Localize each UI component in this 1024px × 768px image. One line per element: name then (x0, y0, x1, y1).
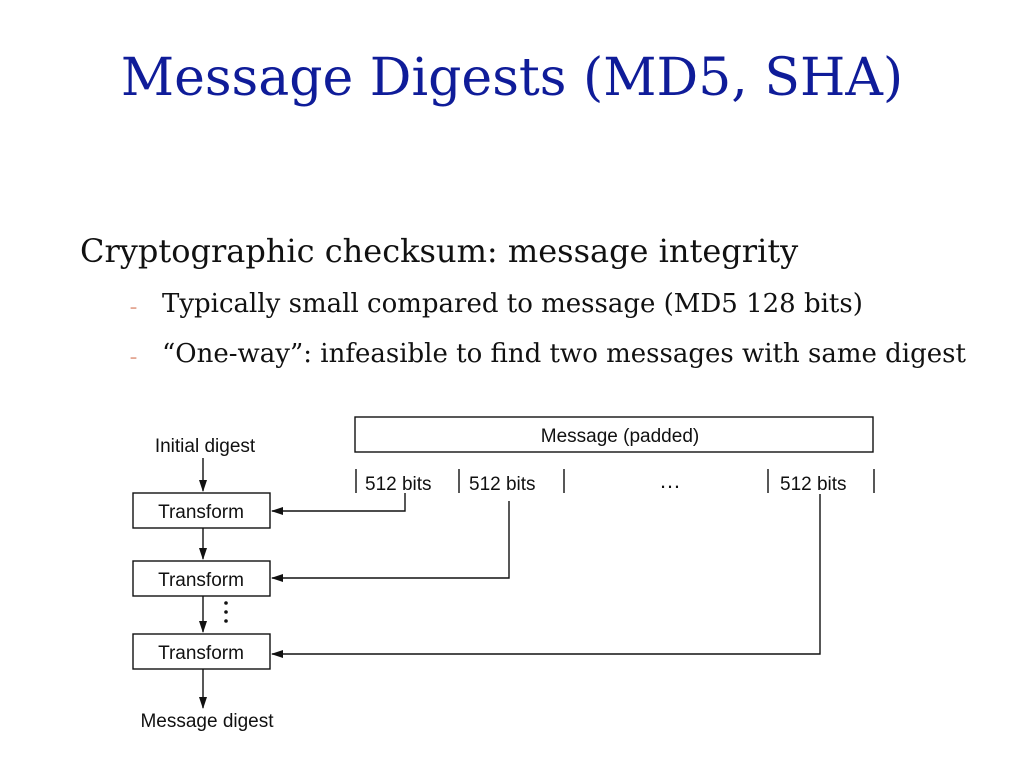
block-separators (355, 469, 875, 493)
transform-box-2 (132, 560, 271, 597)
block-ellipsis: … (659, 468, 681, 493)
block-label-2: 512 bits (469, 474, 536, 495)
block-label-3: 512 bits (780, 474, 847, 495)
sub-bullet-dash: – (130, 300, 137, 316)
message-box (354, 416, 874, 453)
transform-label-2: Transform (158, 570, 244, 591)
initial-digest-label: Initial digest (155, 436, 256, 457)
sub-bullet-2: “One-way”: infeasible to find two messag… (162, 339, 966, 369)
vertical-ellipsis (224, 601, 228, 623)
main-bullet: Cryptographic checksum: message integrit… (80, 232, 799, 270)
message-digest-label: Message digest (140, 711, 274, 732)
transform-label-1: Transform (158, 502, 244, 523)
transform-box-3 (132, 633, 271, 670)
connector-block-1 (271, 493, 406, 515)
block-label-1: 512 bits (365, 474, 432, 495)
sub-bullet-1: Typically small compared to message (MD5… (162, 289, 863, 319)
connector-block-3 (271, 494, 821, 658)
sub-bullet-dash: – (130, 350, 137, 366)
transform-box-1 (132, 492, 271, 529)
connector-block-2 (271, 501, 510, 582)
message-box-label: Message (padded) (541, 426, 699, 447)
slide-title: Message Digests (MD5, SHA) (120, 48, 904, 108)
transform-label-3: Transform (158, 643, 244, 664)
